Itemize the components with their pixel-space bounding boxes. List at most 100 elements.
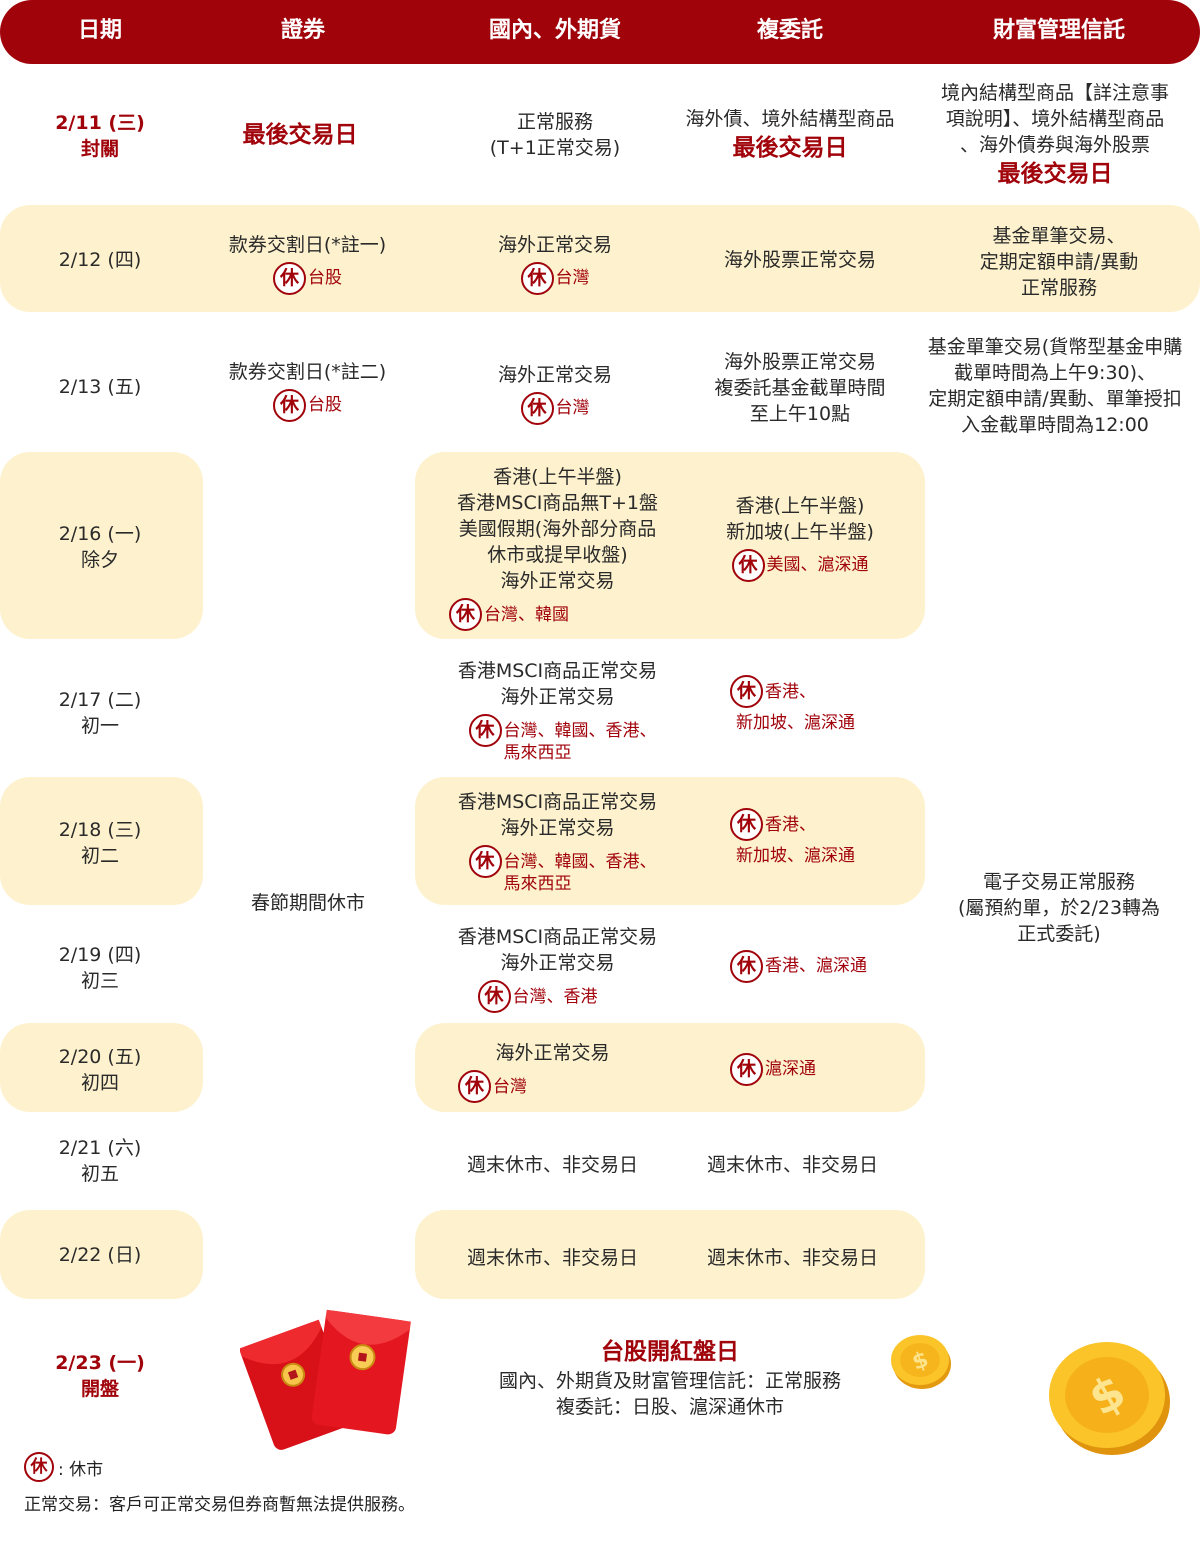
row-0216-subbrokerage: 香港(上午半盤) 新加坡(上午半盤) 休 美國、滬深通 [690,492,910,582]
row-0212-subbrokerage: 海外股票正常交易 [690,245,910,275]
closed-icon: 休 [520,261,554,295]
status-text: 海外正常交易 [495,1042,610,1064]
row-0219-futures: 香港MSCI商品正常交易 海外正常交易 休 台灣、香港 [430,924,685,1016]
status-text: 香港(上午半盤) [493,466,622,488]
date-label: 2/11 (三) [55,112,145,134]
status-text: 新加坡(上午半盤) [726,520,874,543]
status-text: 境內結構型商品【詳注意事 [940,82,1169,104]
wealth-holiday-service: 電子交易正常服務 (屬預約單，於2/23轉為 正式委託) [918,866,1200,950]
closed-market: 休 香港、 [730,674,816,708]
closed-market-text: 台灣、香港 [512,986,598,1007]
row-0213-futures: 海外正常交易 休 台灣 [455,358,655,428]
status-text: 電子交易正常服務 [982,871,1135,893]
closed-market-text: 台灣、韓國、香港、 馬來西亞 [504,845,657,895]
status-text: 國內、外期貨及財富管理信託：正常服務 [498,1370,841,1392]
status-text: 海外正常交易 [500,686,615,708]
row-0212-wealth: 基金單筆交易、 定期定額申請/異動 正常服務 [918,222,1200,302]
closed-market: 休 台灣、韓國、香港、 馬來西亞 [468,714,657,764]
date-label: 2/13 (五) [58,376,142,398]
row-0220-date: 2/20 (五) 初四 [0,1041,200,1099]
status-text: 基金單筆交易(貨幣型基金申購 [927,336,1183,358]
closed-market-text: 台灣 [555,268,590,288]
closed-market-text: 台股 [308,395,342,415]
closed-market-text: 台股 [308,268,342,288]
last-trading-day-label: 最後交易日 [997,161,1113,187]
status-text: 海外股票正常交易 [723,351,876,373]
date-label: 2/16 (一) [58,523,142,545]
row-0223-summary: 台股開紅盤日 國內、外期貨及財富管理信託：正常服務 複委託：日股、滬深通休市 [445,1330,895,1426]
row-0217-subbrokerage: 休 香港、 新加坡、滬深通 [700,672,900,733]
row-0218-futures: 香港MSCI商品正常交易 海外正常交易 休 台灣、韓國、香港、 馬來西亞 [430,789,685,899]
header-futures: 國內、外期貨 [488,18,621,43]
closed-icon: 休 [520,391,554,425]
status-text: 香港MSCI商品無T+1盤 [457,492,658,514]
status-text: 春節期間休市 [250,892,365,914]
closed-icon: 休 [468,845,502,878]
closed-market-text: 台灣、韓國、香港、 馬來西亞 [504,714,657,764]
securities-holiday-closure: 春節期間休市 [203,888,413,918]
closed-icon: 休 [449,598,482,631]
closed-market-text: 台灣 [555,398,590,418]
closed-icon: 休 [731,548,765,582]
status-text: 週末休市、非交易日 [466,1154,638,1176]
row-0211-subbrokerage: 海外債、境外結構型商品 最後交易日 [670,100,910,170]
date-note: 初四 [80,1072,119,1094]
row-0221-futures: 週末休市、非交易日 [440,1150,665,1180]
market-highlight-0222 [415,1210,925,1299]
date-note: 初三 [80,970,119,992]
legend-text: : 休市 [58,1459,104,1480]
date-label: 2/17 (二) [58,689,142,711]
closed-market: 休 滬深通 [730,1052,816,1086]
closed-market-text: 香港、 [765,814,816,835]
date-label: 2/19 (四) [58,944,142,966]
row-0218-date: 2/18 (三) 初二 [0,814,200,872]
row-0223-date: 2/23 (一) 開盤 [0,1347,200,1405]
row-0217-date: 2/17 (二) 初一 [0,684,200,742]
footnote: 正常交易：客戶可正常交易但券商暫無法提供服務。 [24,1495,415,1515]
market-highlight-0216 [415,452,925,639]
closed-icon: 休 [468,714,502,747]
closed-market: 休 美國、滬深通 [731,548,869,582]
date-label: 2/21 (六) [58,1137,142,1159]
status-text: 海外股票正常交易 [723,249,876,271]
row-0212-futures: 海外正常交易 休 台灣 [455,228,655,298]
status-text: 海外正常交易 [497,363,612,386]
closed-market: 休 台灣、韓國 [449,598,569,631]
closed-market-text: 滬深通 [765,1059,816,1079]
status-text: 定期定額申請/異動、單筆授扣 [928,388,1182,410]
closed-market-text: 台灣、韓國 [484,604,569,625]
closed-market-text: 美國、滬深通 [766,555,869,575]
row-0211-wealth: 境內結構型商品【詳注意事 項說明】、境外結構型商品 、海外債券與海外股票 最後交… [910,80,1200,190]
status-text: 海外正常交易 [500,570,615,592]
row-0221-subbrokerage: 週末休市、非交易日 [680,1150,905,1180]
header-date: 日期 [77,18,122,43]
last-trading-day-label: 最後交易日 [242,122,358,148]
closed-icon: 休 [730,674,763,708]
status-text: 定期定額申請/異動 [979,251,1139,273]
row-0222-futures: 週末休市、非交易日 [440,1243,665,1273]
market-highlight-0218 [415,777,925,905]
closed-market: 休 台灣 [458,1070,527,1103]
status-text: 入金截單時間為12:00 [961,414,1149,436]
market-highlight-0220 [415,1023,925,1112]
row-0212-securities: 款券交割日(*註一) 休 台股 [200,228,415,298]
status-text: 週末休市、非交易日 [706,1247,878,1269]
closed-market-text: 香港、 [765,681,816,702]
closed-market: 休 台灣 [520,261,590,295]
date-highlight-0222 [0,1210,203,1299]
row-0218-subbrokerage: 休 香港、 新加坡、滬深通 [700,805,900,866]
closed-icon: 休 [273,388,306,422]
closed-icon: 休 [24,1452,54,1482]
status-text: 週末休市、非交易日 [706,1154,878,1176]
status-text: (屬預約單，於2/23轉為 [957,897,1161,919]
status-text: 海外債、境外結構型商品 [685,108,895,130]
closed-market-text: 新加坡、滬深通 [736,712,855,733]
status-text: 香港MSCI商品正常交易 [457,660,658,682]
status-text: 海外正常交易 [497,233,612,256]
closed-market-text: 香港、滬深通 [765,956,867,976]
date-note: 除夕 [80,549,119,571]
status-text: 項說明】、境外結構型商品 [945,108,1165,130]
date-label: 2/20 (五) [58,1046,142,1068]
date-label: 2/18 (三) [58,819,142,841]
date-note: 開盤 [80,1378,119,1400]
